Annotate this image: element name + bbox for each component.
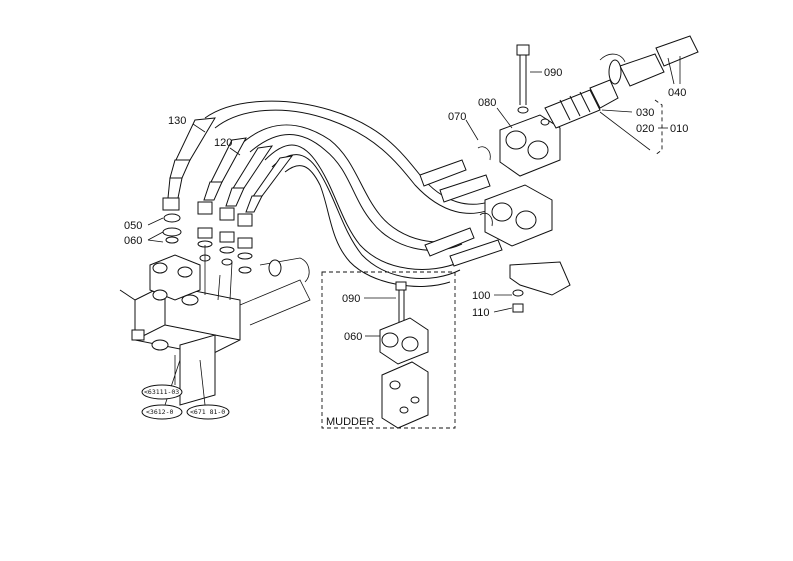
callout-110: 110 <box>472 307 490 319</box>
callout-030: 030 <box>636 107 654 119</box>
ref-oval-2: <3612-0 <box>146 408 173 416</box>
bracket-010 <box>599 99 663 156</box>
fittings-050-060 <box>162 213 253 274</box>
hydraulic-hoses <box>204 100 506 287</box>
callout-020: 020 <box>636 123 654 135</box>
callout-080: 080 <box>478 97 496 109</box>
ref-oval-1: <63111-03 <box>144 388 179 396</box>
quick-coupler-assembly <box>419 35 699 313</box>
callout-120: 120 <box>214 137 232 149</box>
hose-130 <box>162 117 216 211</box>
callout-050: 050 <box>124 220 142 232</box>
mudder-inset <box>321 271 456 429</box>
ref-oval-3: <671 81-0 <box>190 408 225 416</box>
callout-060: 060 <box>124 235 142 247</box>
callout-090-inset: 090 <box>342 293 360 305</box>
inset-title: MUDDER <box>326 416 374 428</box>
callout-100: 100 <box>472 290 490 302</box>
control-valve-body <box>119 245 311 406</box>
callout-labels: 090 080 070 030 040 020 010 130 120 050 … <box>124 67 688 428</box>
callout-040: 040 <box>668 87 686 99</box>
reference-ovals: <63111-03 <3612-0 <671 81-0 <box>141 384 230 420</box>
callout-130: 130 <box>168 115 186 127</box>
hose-120 <box>197 137 294 227</box>
callout-leaders <box>147 56 681 337</box>
callout-010: 010 <box>670 123 688 135</box>
callout-070: 070 <box>448 111 466 123</box>
callout-060-inset: 060 <box>344 331 362 343</box>
callout-090-top: 090 <box>544 67 562 79</box>
